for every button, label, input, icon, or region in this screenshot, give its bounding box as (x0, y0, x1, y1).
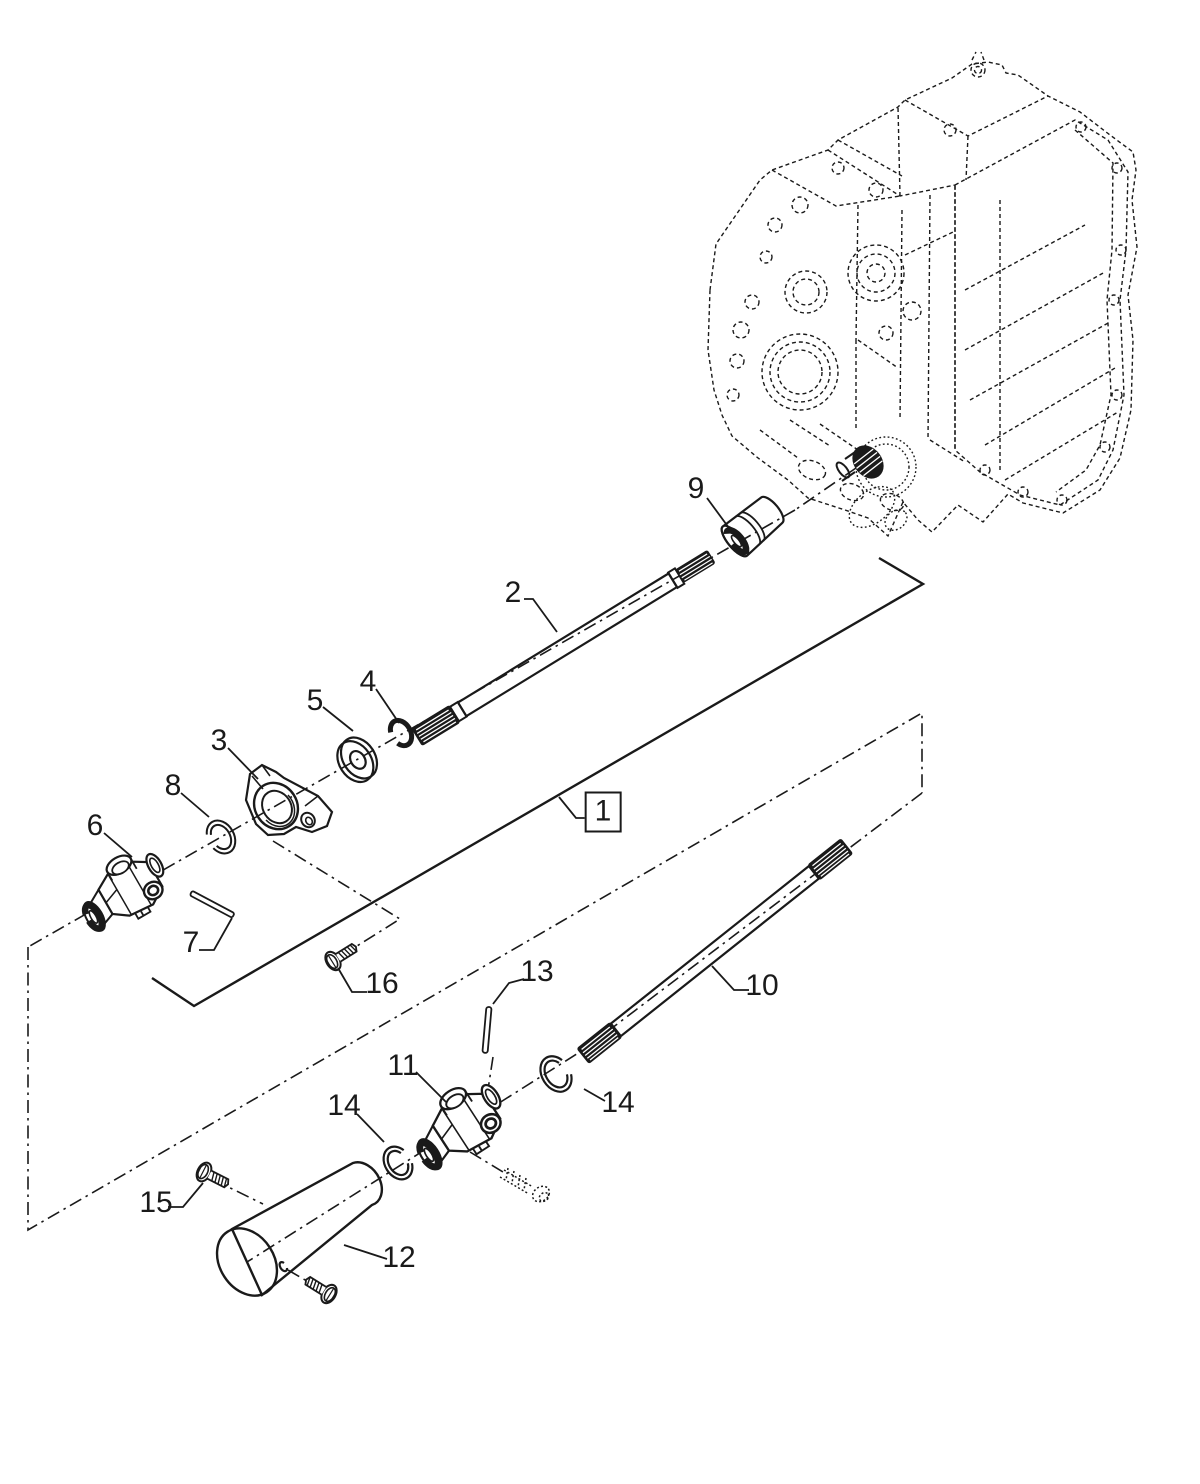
callout-7: 7 (182, 926, 200, 959)
callout-11: 11 (387, 1049, 419, 1082)
part-cover-12 (215, 1161, 384, 1297)
part-shaft-2 (412, 550, 715, 746)
leader-lines (103, 497, 749, 1260)
callout-12: 12 (382, 1241, 416, 1274)
part-ujoint-11 (400, 1070, 519, 1180)
callout-4: 4 (359, 665, 377, 698)
part-flange-3 (244, 763, 334, 837)
group-1-boundary (151, 556, 926, 1008)
part-shaft-10 (577, 839, 853, 1064)
callout-1: 1 (584, 791, 622, 833)
part-pin-7 (189, 890, 235, 919)
transmission-housing-phantom (707, 51, 1138, 538)
callout-2: 2 (504, 576, 522, 609)
part-bolt-hidden-dotted (499, 1167, 551, 1203)
callout-9: 9 (687, 472, 705, 505)
callout-15: 15 (139, 1186, 173, 1219)
callout-10: 10 (745, 969, 779, 1002)
callout-5: 5 (306, 684, 324, 717)
housing-gear-dotted (848, 436, 917, 531)
part-snapring-4 (387, 717, 415, 749)
part-snapring-14-right (539, 1055, 573, 1093)
part-washer-5 (336, 736, 379, 784)
callout-3: 3 (210, 724, 228, 757)
part-bolt-bottom (299, 1270, 341, 1307)
callout-16: 16 (365, 967, 399, 1000)
part-snapring-14-left (382, 1145, 414, 1181)
part-bolt-16 (321, 937, 363, 974)
part-ujoint-6 (67, 840, 179, 942)
callout-14: 14 (601, 1086, 635, 1119)
callout-8: 8 (164, 769, 182, 802)
part-pin-13 (481, 1006, 493, 1054)
callout-13: 13 (520, 955, 554, 988)
part-snapring-8 (205, 819, 237, 855)
callout-14-2: 14 (327, 1089, 361, 1122)
part-sleeve-9 (720, 495, 785, 558)
input-gear (835, 445, 884, 482)
callout-6: 6 (86, 809, 104, 842)
